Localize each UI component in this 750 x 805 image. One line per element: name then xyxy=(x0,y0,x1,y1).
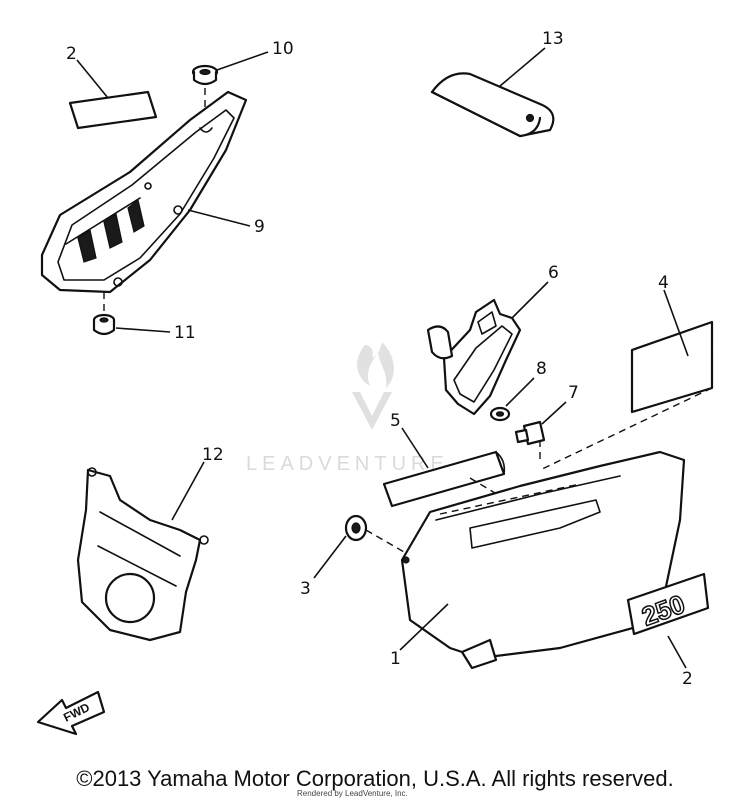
part-2-label-plate: 2 xyxy=(66,44,158,130)
callout-9: 9 xyxy=(254,217,265,237)
part-4-plate: 4 xyxy=(539,273,714,471)
callout-5: 5 xyxy=(390,411,401,431)
part-9-side-cover: 9 xyxy=(40,90,265,294)
fwd-arrow-icon: FWD xyxy=(36,690,106,736)
part-6-bracket: 6 xyxy=(426,263,559,416)
part-1-side-cover: 1 xyxy=(390,450,686,670)
copyright-notice: ©2013 Yamaha Motor Corporation, U.S.A. A… xyxy=(76,766,674,791)
callout-6: 6 xyxy=(548,263,559,283)
callout-3: 3 xyxy=(300,579,311,599)
leadventure-watermark: LEADVENTURE xyxy=(246,342,449,475)
callout-2-top: 2 xyxy=(66,44,77,64)
callout-1: 1 xyxy=(390,649,401,669)
watermark-text: LEADVENTURE xyxy=(246,453,449,475)
part-8-washer: 8 xyxy=(489,359,547,422)
part-12-guard: 12 xyxy=(76,445,224,642)
callout-2-bottom: 2 xyxy=(682,669,693,689)
part-10-grommet: 10 xyxy=(191,39,294,120)
part-3-grommet: 3 xyxy=(300,514,405,599)
part-13-pad: 13 xyxy=(430,29,564,138)
callout-10: 10 xyxy=(272,39,294,59)
callout-7: 7 xyxy=(568,383,579,403)
callout-8: 8 xyxy=(536,359,547,379)
render-credit: Rendered by LeadVenture, Inc. xyxy=(297,789,408,798)
callout-12: 12 xyxy=(202,445,224,465)
part-7-bolt: 7 xyxy=(514,383,579,462)
part-5-cushion: 5 xyxy=(382,411,521,509)
part-11-grommet: 11 xyxy=(92,292,196,343)
callout-13: 13 xyxy=(542,29,564,49)
callout-11: 11 xyxy=(174,323,196,343)
callout-4: 4 xyxy=(658,273,669,293)
